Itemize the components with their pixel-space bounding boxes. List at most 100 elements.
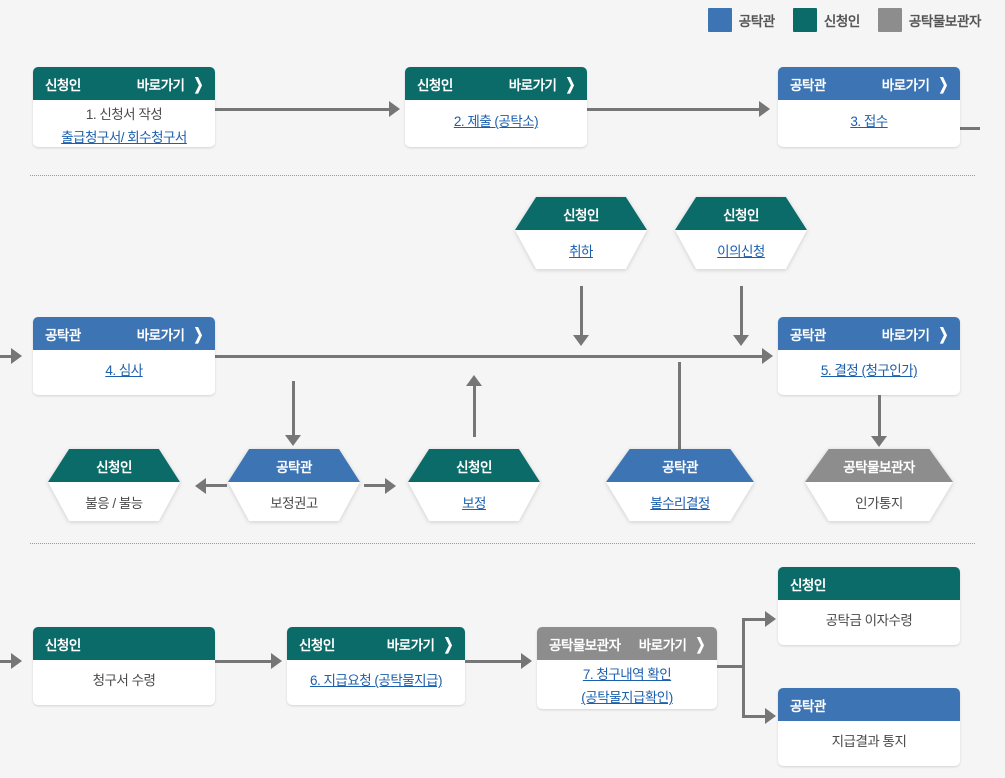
node-apply-write-goto[interactable]: 바로가기 ❯: [137, 74, 204, 94]
section-divider-2: [30, 543, 975, 544]
arrow-decision-to-approval-icon: [871, 436, 887, 447]
connector-receipt-out: [960, 127, 980, 130]
node-decision-goto[interactable]: 바로가기 ❯: [881, 324, 949, 344]
node-submit-link[interactable]: 2. 제출 (공탁소): [453, 114, 539, 130]
node-correction-actor: 신청인: [408, 449, 540, 482]
arrow-to-pay-result-icon: [765, 708, 776, 724]
node-receipt-goto-label: 바로가기: [881, 77, 930, 93]
arrow-to-interest-icon: [765, 611, 776, 627]
node-pay-request[interactable]: 신청인 바로가기 ❯ 6. 지급요청 (공탁물지급): [287, 627, 465, 705]
node-review-actor: 공탁관: [45, 327, 81, 343]
node-claim-check[interactable]: 공탁물보관자 바로가기 ❯ 7. 청구내역 확인 (공탁물지급확인): [537, 627, 717, 709]
node-receipt-header: 공탁관 바로가기 ❯: [778, 67, 960, 100]
connector-to-rejection: [678, 362, 681, 450]
node-approval-note-actor: 공탁물보관자: [805, 449, 953, 482]
node-rejection-actor: 공탁관: [606, 449, 754, 482]
node-claim-check-header: 공탁물보관자 바로가기 ❯: [537, 627, 717, 660]
legend-label-gongtakgwan: 공탁관: [738, 14, 775, 29]
arrow-objection-down-icon: [733, 335, 749, 346]
node-submit-header: 신청인 바로가기 ❯: [405, 67, 587, 100]
node-correction-rec: 공탁관 보정권고: [228, 449, 360, 521]
connector-review-to-decision: [215, 355, 763, 358]
node-claim-check-body: 7. 청구내역 확인 (공탁물지급확인): [537, 660, 717, 709]
node-apply-write-line1: 1. 신청서 작성: [85, 107, 163, 122]
arrow-to-claim-check-icon: [521, 653, 532, 669]
connector-decision-to-approval: [878, 395, 881, 437]
node-decision-goto-label: 바로가기: [881, 327, 930, 343]
node-withdraw[interactable]: 신청인 취하: [515, 197, 647, 269]
node-pay-request-goto[interactable]: 바로가기 ❯: [387, 634, 454, 654]
arrow-correction-up-icon: [466, 375, 482, 386]
arrow-to-correction-icon: [385, 478, 396, 494]
chevron-right-icon: ❯: [938, 324, 948, 343]
node-correction[interactable]: 신청인 보정: [408, 449, 540, 521]
connector-branch-lower: [742, 715, 766, 718]
node-interest-header: 신청인: [778, 567, 960, 600]
chevron-right-icon: ❯: [443, 634, 453, 653]
node-decision-link[interactable]: 5. 결정 (청구인가): [820, 363, 918, 379]
node-interest-body: 공탁금 이자수령: [778, 600, 960, 645]
node-apply-write[interactable]: 신청인 바로가기 ❯ 1. 신청서 작성 출급청구서/ 회수청구서: [33, 67, 215, 147]
arrow-apply-to-submit-icon: [389, 101, 400, 117]
connector-review-in: [0, 355, 12, 358]
node-receipt-goto[interactable]: 바로가기 ❯: [881, 74, 949, 94]
legend-item-gongtakmul: 공탁물보관자: [877, 8, 982, 32]
arrow-to-correction-rec-icon: [285, 435, 301, 446]
connector-withdraw-down: [580, 286, 583, 336]
arrow-to-pay-request-icon: [271, 653, 282, 669]
legend-item-gongtakgwan: 공탁관: [707, 8, 775, 32]
node-rejection-link[interactable]: 불수리결정: [650, 495, 710, 511]
node-decision[interactable]: 공탁관 바로가기 ❯ 5. 결정 (청구인가): [778, 317, 960, 395]
arrow-to-noncompliance-icon: [195, 478, 206, 494]
node-review-body: 4. 심사: [33, 350, 215, 395]
arrow-claim-receive-in-icon: [11, 653, 22, 669]
arrow-review-in-icon: [11, 348, 22, 364]
node-receipt-body: 3. 접수: [778, 100, 960, 147]
node-submit-goto[interactable]: 바로가기 ❯: [509, 74, 576, 94]
node-objection[interactable]: 신청인 이의신청: [675, 197, 807, 269]
node-apply-write-header: 신청인 바로가기 ❯: [33, 67, 215, 100]
node-review-link[interactable]: 4. 심사: [105, 363, 143, 379]
node-correction-link[interactable]: 보정: [462, 495, 486, 511]
node-review-goto[interactable]: 바로가기 ❯: [137, 324, 204, 344]
node-correction-rec-actor: 공탁관: [228, 449, 360, 482]
legend-label-gongtakmul: 공탁물보관자: [908, 14, 982, 29]
node-decision-actor: 공탁관: [790, 327, 826, 343]
node-apply-write-link[interactable]: 출급청구서/ 회수청구서: [61, 130, 187, 146]
node-submit[interactable]: 신청인 바로가기 ❯ 2. 제출 (공탁소): [405, 67, 587, 147]
node-pay-request-link[interactable]: 6. 지급요청 (공탁물지급): [309, 673, 443, 689]
node-claim-check-link1[interactable]: 7. 청구내역 확인: [582, 667, 672, 682]
node-withdraw-body: 취하: [515, 230, 647, 269]
connector-correction-to-review: [473, 385, 476, 437]
node-approval-note: 공탁물보관자 인가통지: [805, 449, 953, 521]
node-receipt-link[interactable]: 3. 접수: [850, 114, 888, 130]
node-interest: 신청인 공탁금 이자수령: [778, 567, 960, 645]
legend: 공탁관 신청인 공탁물보관자: [698, 8, 981, 32]
node-rejection[interactable]: 공탁관 불수리결정: [606, 449, 754, 521]
node-decision-body: 5. 결정 (청구인가): [778, 350, 960, 395]
legend-item-sincheongin: 신청인: [792, 8, 860, 32]
node-review[interactable]: 공탁관 바로가기 ❯ 4. 심사: [33, 317, 215, 395]
node-withdraw-link[interactable]: 취하: [569, 243, 593, 259]
legend-label-sincheongin: 신청인: [823, 14, 860, 29]
node-receipt[interactable]: 공탁관 바로가기 ❯ 3. 접수: [778, 67, 960, 147]
node-claim-receive: 신청인 청구서 수령: [33, 627, 215, 705]
chevron-right-icon: ❯: [695, 634, 705, 653]
node-objection-body: 이의신청: [675, 230, 807, 269]
node-pay-result-body: 지급결과 통지: [778, 721, 960, 766]
node-claim-check-actor: 공탁물보관자: [549, 637, 621, 653]
node-claim-check-goto[interactable]: 바로가기 ❯: [639, 634, 706, 654]
node-approval-note-label: 인가통지: [855, 495, 903, 511]
node-pay-result: 공탁관 지급결과 통지: [778, 688, 960, 766]
chevron-right-icon: ❯: [565, 74, 575, 93]
node-pay-result-header: 공탁관: [778, 688, 960, 721]
node-claim-check-link2[interactable]: (공탁물지급확인): [581, 690, 673, 706]
connector-submit-to-receipt: [575, 108, 760, 111]
connector-apply-to-submit: [215, 108, 390, 111]
node-noncompliance-actor: 신청인: [48, 449, 180, 482]
chevron-right-icon: ❯: [938, 74, 948, 93]
node-submit-body: 2. 제출 (공탁소): [405, 100, 587, 147]
connector-claim-check-stub: [717, 665, 745, 668]
node-submit-actor: 신청인: [417, 77, 453, 93]
node-objection-link[interactable]: 이의신청: [717, 243, 765, 259]
